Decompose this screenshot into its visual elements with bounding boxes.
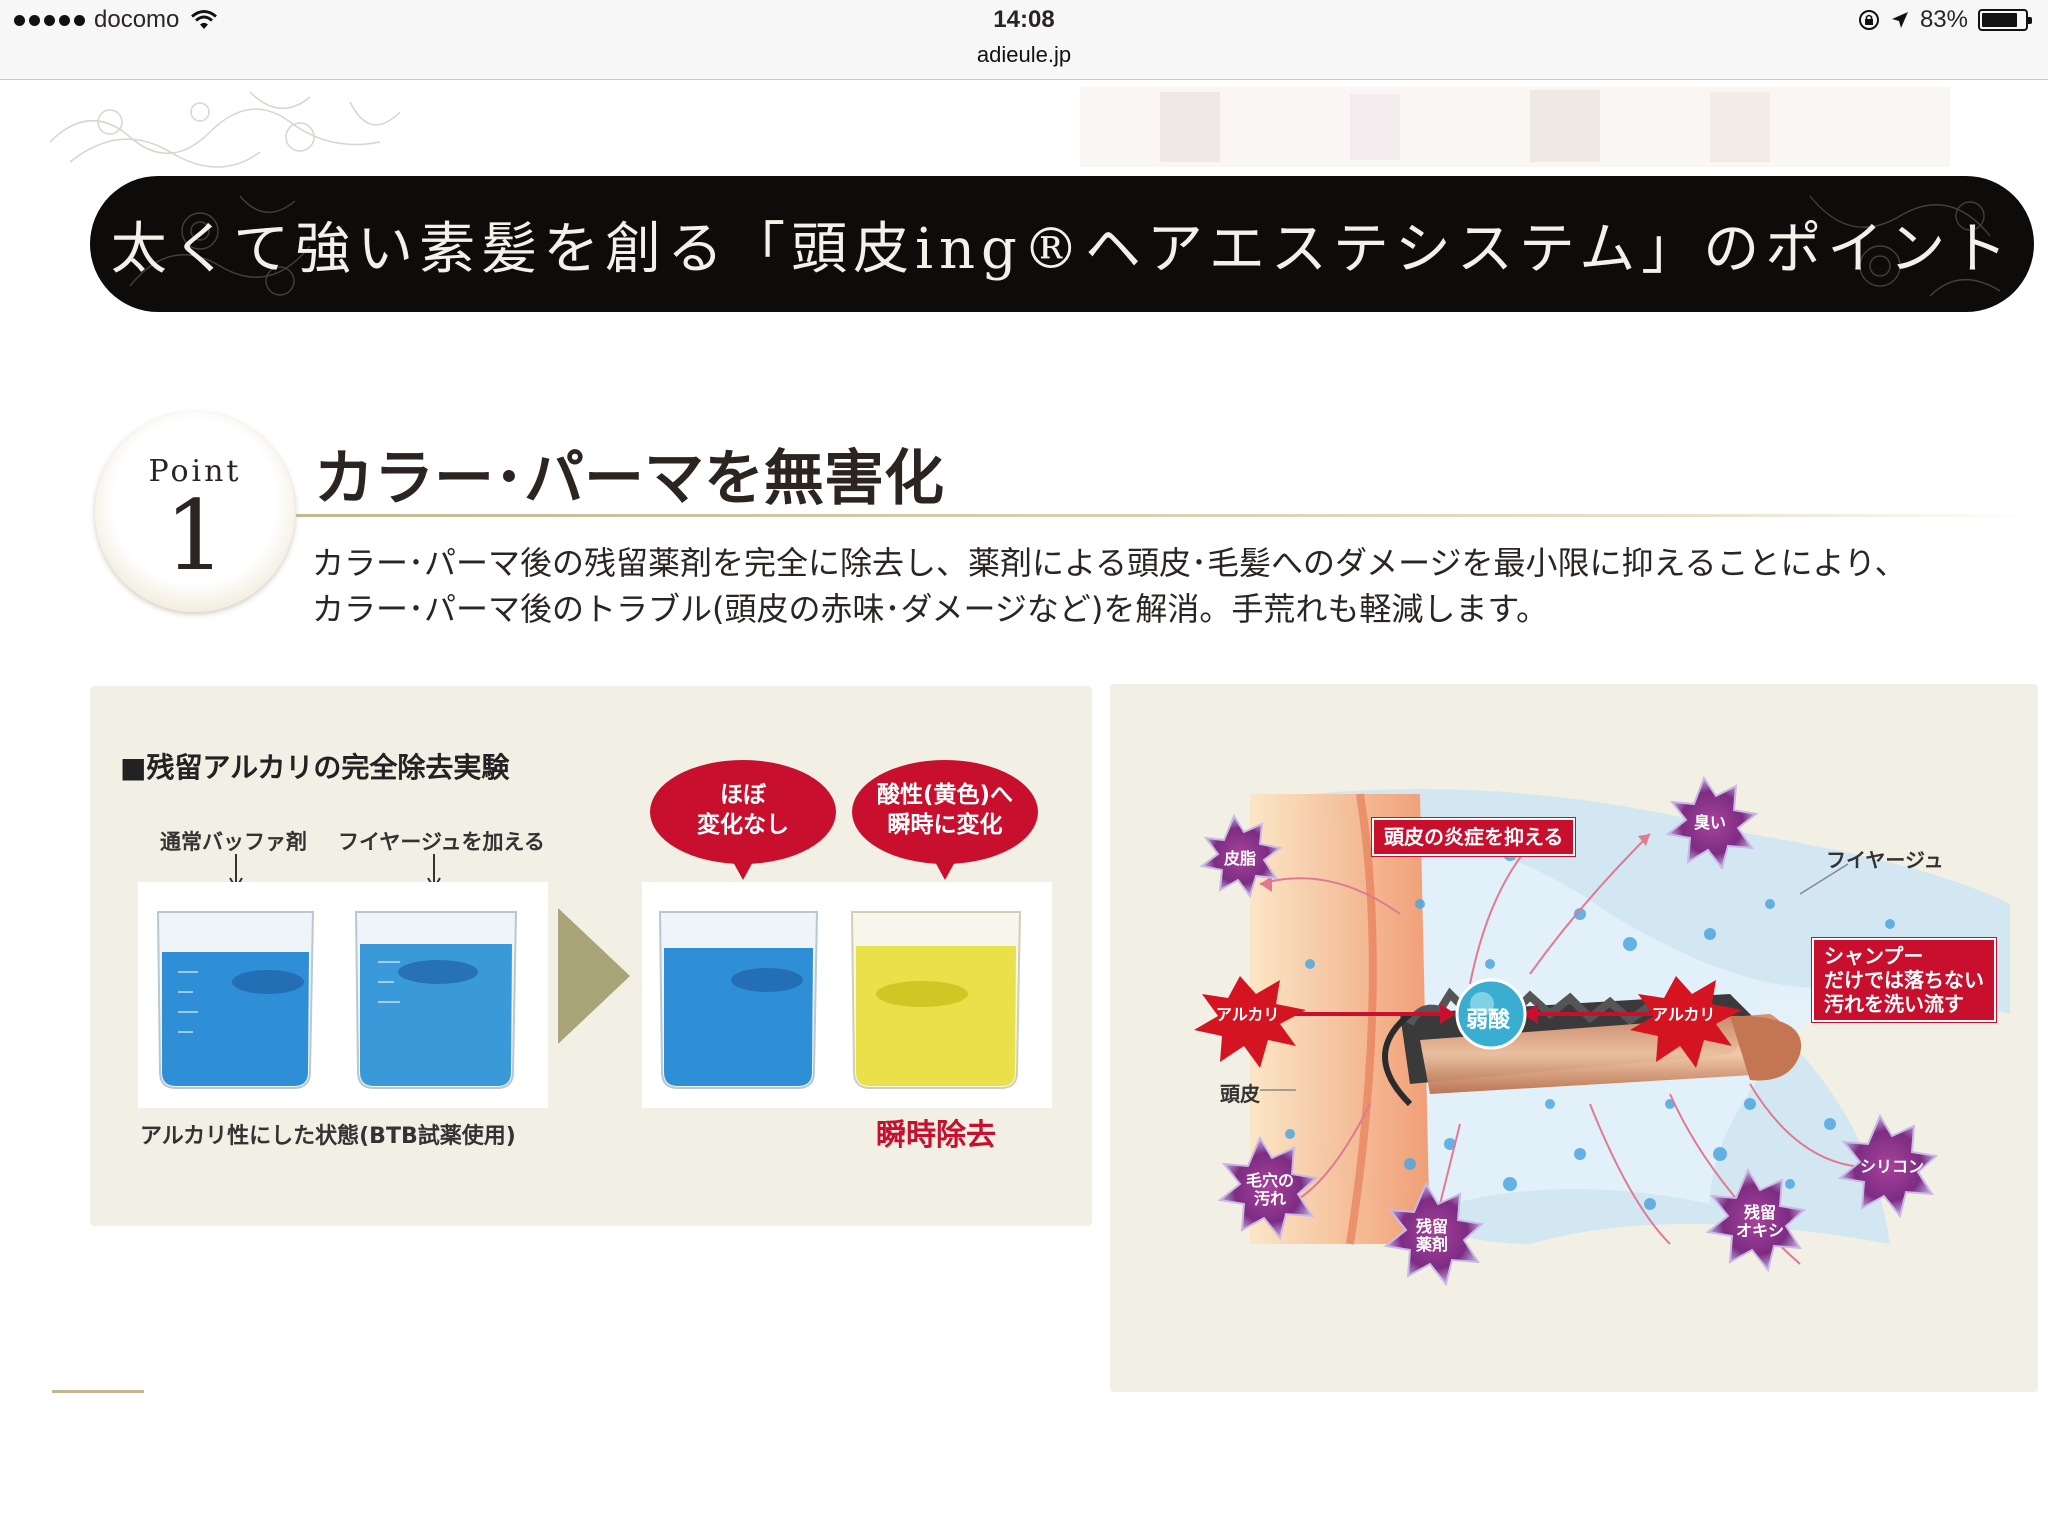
signal-strength-icon xyxy=(14,14,85,26)
beaker-fiyage xyxy=(354,911,518,1089)
rotation-lock-icon xyxy=(1858,10,1879,30)
bubble-text: 酸性(黄色)へ xyxy=(876,782,1014,808)
location-arrow-icon xyxy=(1891,12,1908,28)
label-shampoo-cleanse: シャンプー だけでは落ちない 汚れを洗い流す xyxy=(1812,938,1996,1022)
burst-text-line: 毛穴の xyxy=(1246,1171,1295,1190)
label-residual-drug: 残留 薬剤 xyxy=(1416,1218,1448,1254)
label-fiyage-added: フイヤージュを加える xyxy=(338,830,545,854)
redbox-text: シャンプー xyxy=(1824,944,1924,968)
status-bar: docomo 14:08 adieule.jp 83% xyxy=(0,0,2048,80)
hair-cleansing-diagram xyxy=(1194,775,2010,1287)
carrier-name: docomo xyxy=(94,6,180,33)
banner-floral-pattern xyxy=(129,195,2001,297)
point-description-line: カラー･パーマ後の残留薬剤を完全に除去し、薬剤による頭皮･毛髪へのダメージを最小… xyxy=(312,544,1907,582)
point-title-divider xyxy=(296,514,2036,517)
label-odor: 臭い xyxy=(1694,813,1727,832)
experiment-title: ■残留アルカリの完全除去実験 xyxy=(120,751,510,784)
address-bar-url[interactable]: adieule.jp xyxy=(976,42,1072,67)
beaker-after-fiyage xyxy=(850,911,1022,1089)
bubble-no-change: ほぼ 変化なし xyxy=(650,760,836,880)
label-alkali-left: アルカリ xyxy=(1216,1005,1280,1024)
alkali-burst-right xyxy=(1630,976,1742,1068)
battery-icon xyxy=(1978,9,2032,31)
bubble-text: 変化なし xyxy=(697,812,789,838)
redbox-text: 汚れを洗い流す xyxy=(1824,992,1964,1016)
alkali-burst-left xyxy=(1194,976,1306,1068)
beaker-after-normal xyxy=(658,911,819,1089)
burst-text-line: 汚れ xyxy=(1254,1189,1287,1208)
banner-title: 太くて強い素髪を創る「頭皮ing®ヘアエステシステム」のポイント xyxy=(110,216,2014,282)
result-arrow-icon xyxy=(558,908,630,1044)
bubble-text: ほぼ xyxy=(720,782,766,808)
label-scalp-inflammation: 頭皮の炎症を抑える xyxy=(1372,818,1576,856)
bubble-text: 瞬時に変化 xyxy=(887,812,1003,838)
floral-header-decoration xyxy=(50,87,1950,168)
section-banner: 太くて強い素髪を創る「頭皮ing®ヘアエステシステム」のポイント xyxy=(90,176,2034,312)
label-residual-oxy: 残留 オキシ xyxy=(1736,1204,1784,1240)
experiment-caption: アルカリ性にした状態(BTB試薬使用) xyxy=(140,1124,516,1149)
burst-text-line: 薬剤 xyxy=(1416,1235,1449,1254)
label-weak-acid: 弱酸 xyxy=(1466,1008,1511,1033)
point-title: カラー･パーマを無害化 xyxy=(314,444,944,514)
beaker-normal-buffer xyxy=(156,911,315,1089)
instant-removal-label: 瞬時除去 xyxy=(876,1118,996,1153)
hair-diagram-panel: 頭皮の炎症を抑える シャンプー だけでは落ちない 汚れを洗い流す フイヤージュ … xyxy=(1110,684,2038,1392)
burst-text-line: オキシ xyxy=(1736,1221,1785,1240)
label-alkali-right: アルカリ xyxy=(1652,1005,1716,1024)
point-badge: Point 1 xyxy=(95,412,295,612)
burst-text-line: 残留 xyxy=(1744,1203,1777,1222)
clock: 14:08 xyxy=(993,6,1055,33)
bubble-instant-change: 酸性(黄色)へ 瞬時に変化 xyxy=(852,760,1038,880)
burst-text-line: 残留 xyxy=(1416,1217,1449,1236)
point-label: Point xyxy=(148,454,242,489)
label-normal-buffer: 通常バッファ剤 xyxy=(160,830,307,854)
point-description-line: カラー･パーマ後のトラブル(頭皮の赤味･ダメージなど)を解消。手荒れも軽減します… xyxy=(312,590,1549,628)
battery-fill xyxy=(1982,13,2017,27)
point-description: カラー･パーマ後の残留薬剤を完全に除去し、薬剤による頭皮･毛髪へのダメージを最小… xyxy=(312,540,2032,632)
battery-percent: 83% xyxy=(1919,6,1968,33)
label-scalp: 頭皮 xyxy=(1220,1082,1260,1106)
decorative-rule xyxy=(52,1390,144,1393)
point-number: 1 xyxy=(164,480,226,592)
system-indicators: 83% xyxy=(1858,6,2032,34)
label-fiyage: フイヤージュ xyxy=(1826,848,1944,872)
carrier-info: docomo xyxy=(14,6,218,34)
wifi-icon xyxy=(191,10,218,29)
redbox-text: だけでは落ちない xyxy=(1824,968,1984,992)
label-sebum: 皮脂 xyxy=(1224,849,1257,868)
beakers-before-photo xyxy=(138,882,548,1108)
experiment-panel: ■残留アルカリの完全除去実験 通常バッファ剤 フイヤージュを加える xyxy=(90,686,1092,1226)
label-pore-dirt: 毛穴の 汚れ xyxy=(1246,1172,1294,1208)
label-silicone: シリコン xyxy=(1860,1157,1925,1176)
beakers-after-photo xyxy=(642,882,1052,1108)
